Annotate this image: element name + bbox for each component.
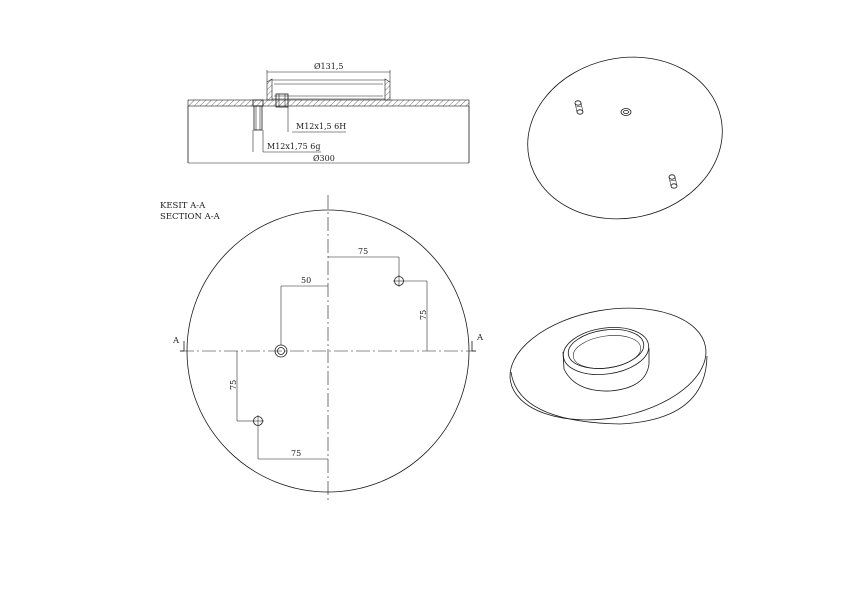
iso-plate-bottom (527, 56, 723, 220)
section-mark-left: A (172, 336, 180, 346)
section-mark-right-arrow (471, 341, 476, 352)
iso-plate-top (509, 307, 707, 421)
dim-top-diameter: Ø131,5 (314, 62, 343, 71)
section-side-view: Ø131,5 M12x1,5 6H M12x1,75 6g Ø300 (187, 62, 470, 164)
dim-bottom-horizontal: 75 (291, 449, 301, 458)
section-a-a-plan-view: KESIT A-A SECTION A-A A A 75 (160, 195, 484, 503)
section-mark-left-arrow (180, 341, 185, 352)
isometric-bottom-view (527, 56, 723, 220)
dim-top-horizontal: 75 (358, 247, 368, 256)
upper-right-hole (393, 275, 405, 287)
iso-plate-edge (510, 355, 708, 425)
threaded-stud (252, 99, 264, 152)
section-mark-right: A (476, 333, 484, 343)
iso-center-insert (620, 108, 632, 116)
ring-section (266, 78, 391, 101)
section-title-tr: KESIT A-A (160, 201, 206, 211)
iso-ring-wall (562, 348, 650, 392)
iso-stud-left (574, 100, 584, 115)
dim-right-vertical: 75 (419, 310, 428, 320)
lower-left-hole (252, 415, 264, 427)
dim-left-offset: 50 (301, 276, 311, 285)
thread-external-label: M12x1,75 6g (267, 142, 320, 151)
isometric-top-view (509, 307, 708, 425)
thread-internal-label: M12x1,5 6H (296, 122, 346, 131)
dim-left-vertical: 75 (229, 380, 238, 390)
dim-outer-diameter: Ø300 (313, 154, 335, 163)
base-plate-section (187, 99, 470, 107)
section-title-en: SECTION A-A (160, 212, 221, 222)
iso-ring-outer (562, 327, 650, 375)
iso-stud-right (668, 174, 678, 189)
threaded-insert (275, 93, 289, 132)
